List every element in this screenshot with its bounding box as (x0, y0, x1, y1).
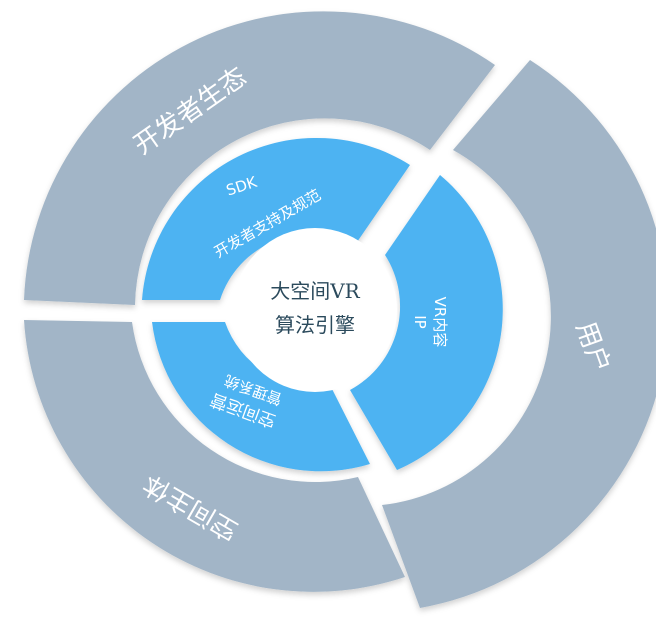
outer-segment-space-owner (24, 320, 405, 592)
center-circle (233, 228, 397, 392)
center-line-2: 算法引擎 (275, 313, 355, 337)
inner-segment-vr-content (350, 175, 503, 470)
outer-segment-developer (24, 11, 495, 305)
inner-label-vr-content: VR内容 (431, 297, 449, 348)
center-line-1: 大空间VR (270, 279, 360, 303)
inner-label-ip: IP (411, 315, 429, 328)
inner-segment-sdk (142, 137, 410, 300)
outer-segment-user (382, 60, 656, 608)
inner-segment-operation (152, 322, 370, 472)
